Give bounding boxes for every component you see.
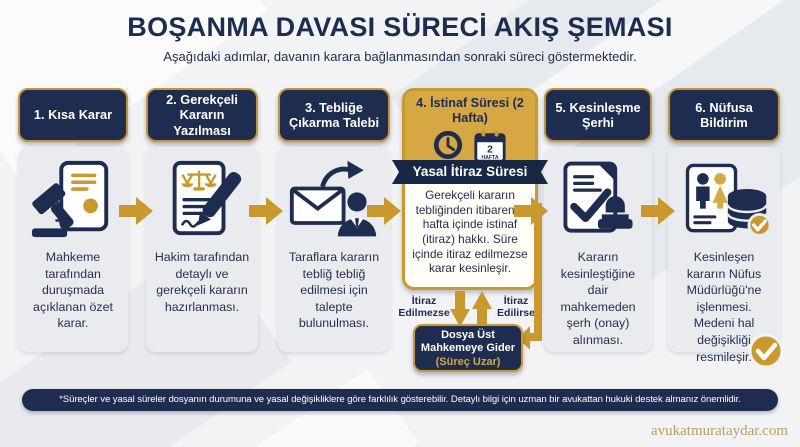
flow-arrow-5 [641, 197, 675, 225]
step-header-3: 3. Tebliğe Çıkarma Talebi [278, 88, 390, 142]
disclaimer-bar: *Süreçler ve yasal süreler dosyanın duru… [22, 389, 778, 411]
appeal-court-box-title: Dosya Üst Mahkemeye Gider [420, 329, 516, 355]
step-body-5: Kararın kesinleştiğine dair mahkemeden ş… [560, 250, 636, 348]
registry-database-icon [668, 147, 780, 247]
step-column-3: 3. Tebliğe Çıkarma Talebi Taraflara kara… [278, 88, 390, 352]
step-header-6: 6. Nüfusa Bildirim [668, 88, 780, 142]
step-column-2: 2. Gerekçeli Kararın Yazılması [146, 88, 258, 352]
step-body-6: Kesinleşen kararın Nüfus Müdürlüğü'ne iş… [686, 250, 762, 364]
step-card-5: Kararın kesinleştiğine dair mahkemeden ş… [544, 147, 652, 352]
step-header-2: 2. Gerekçeli Kararın Yazılması [146, 88, 258, 142]
page-title: BOŞANMA DAVASI SÜRECİ AKIŞ ŞEMASI [127, 12, 673, 42]
flow-arrow-1 [119, 197, 153, 225]
judgment-writing-icon [146, 147, 258, 247]
step-body-2: Hakim tarafından detaylı ve gerekçeli ka… [154, 250, 250, 314]
step-card-6: Kesinleşen kararın Nüfus Müdürlüğü'ne iş… [668, 147, 780, 364]
step-column-4: 4. İstinaf Süresi (2 Hafta) 2 HAFTA Yasa… [392, 88, 548, 290]
step-card-2: Hakim tarafından detaylı ve gerekçeli ka… [146, 147, 258, 352]
calendar-icon: 2 HAFTA [474, 129, 506, 163]
flow-arrow-4 [514, 197, 548, 225]
clock-calendar-icon: 2 HAFTA [405, 128, 535, 164]
website-text: avukatmurataydar.com [650, 423, 788, 439]
step-column-1: 1. Kısa Karar Mahkeme tarafından [18, 88, 128, 352]
flow-arrow-2 [249, 197, 283, 225]
appeal-court-box: Dosya Üst Mahkemeye Gider (Süreç Uzar) [413, 324, 523, 372]
step-column-6: 6. Nüfusa Bildirim [668, 88, 780, 364]
step-header-4: 4. İstinaf Süresi (2 Hafta) 2 HAFTA [405, 91, 535, 163]
step-body-4: Gerekçeli kararın tebliğinden itibaren 2… [412, 188, 528, 276]
step-body-3: Taraflara kararın tebliğ tebliğ edilmesi… [288, 250, 380, 331]
stamp-document-icon [544, 147, 652, 247]
arrow-up-icon [472, 291, 492, 327]
flow-arrow-3 [367, 197, 401, 225]
step-header-4-label: 4. İstinaf Süresi (2 Hafta) [416, 96, 524, 125]
notification-request-icon [278, 147, 390, 247]
check-circle-icon [748, 333, 784, 369]
branch-label-no-objection: İtiraz Edilmezse [398, 295, 450, 320]
calendar-label: HAFTA [481, 155, 498, 161]
step-header-1: 1. Kısa Karar [18, 88, 128, 142]
page-subtitle: Aşağıdaki adımlar, davanın karara bağlan… [163, 49, 637, 64]
step-card-3: Taraflara kararın tebliğ tebliğ edilmesi… [278, 147, 390, 352]
step-card-1: Mahkeme tarafından duruşmada açıklanan ö… [18, 147, 128, 352]
branch-label-objection: İtiraz Edilirse [497, 295, 535, 320]
clock-icon [433, 130, 463, 159]
arrow-down-icon [450, 291, 470, 327]
appeal-court-box-note: (Süreç Uzar) [435, 355, 501, 368]
step-column-5: 5. Kesinleşme Şerhi Kararın kesinleştiği… [544, 88, 652, 352]
step-body-1: Mahkeme tarafından duruşmada açıklanan ö… [33, 250, 113, 331]
step-header-5: 5. Kesinleşme Şerhi [544, 88, 652, 142]
calendar-number: 2 [487, 144, 493, 155]
objection-route-connector [518, 203, 542, 350]
gavel-scroll-icon [18, 147, 128, 247]
legal-objection-ribbon: Yasal İtiraz Süresi [392, 160, 548, 184]
